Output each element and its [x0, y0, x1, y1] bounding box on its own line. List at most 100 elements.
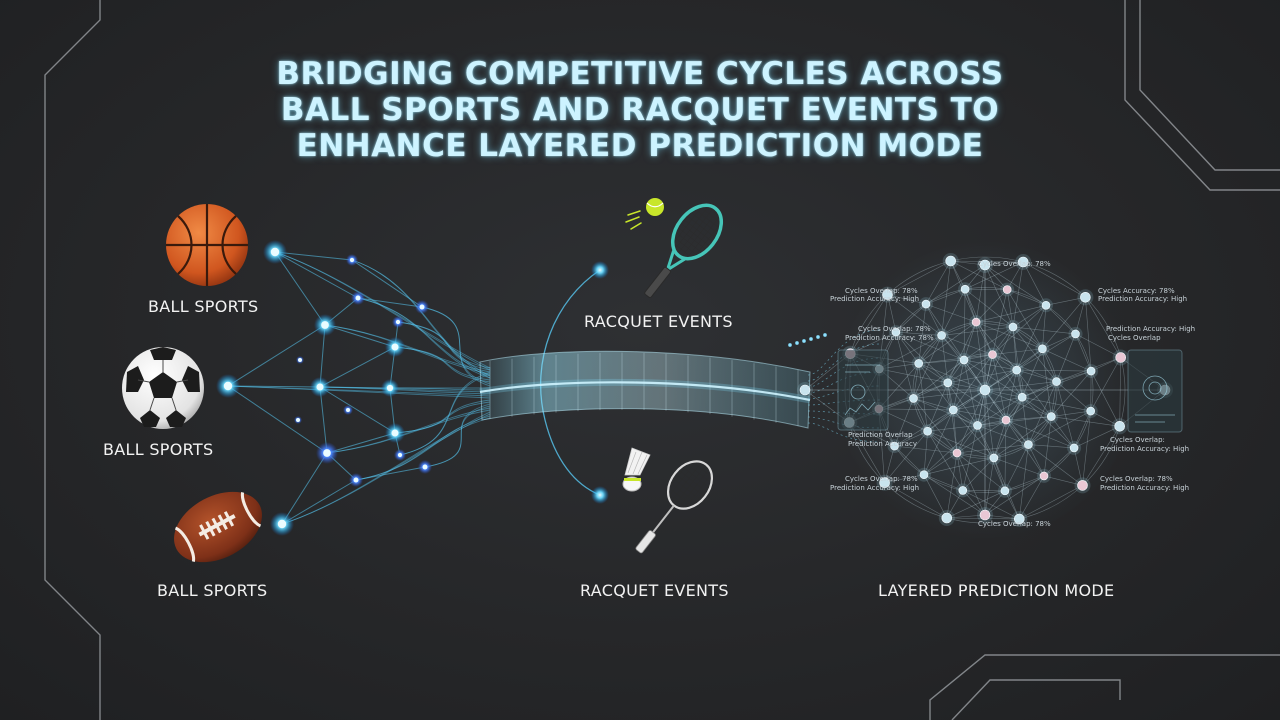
prediction-link	[923, 425, 978, 475]
prediction-node	[1086, 366, 1096, 376]
prediction-link	[1042, 333, 1076, 350]
prediction-link	[984, 369, 1017, 391]
network-node-core	[386, 384, 394, 392]
prediction-link	[913, 389, 986, 399]
prediction-link	[984, 514, 1020, 520]
title-line-1: BRIDGING COMPETITIVE CYCLES ACROSS	[276, 56, 1004, 92]
prediction-link	[976, 321, 1014, 328]
badminton-racket-icon	[622, 447, 714, 554]
soccer-ball-icon	[122, 347, 204, 429]
prediction-link	[975, 321, 1017, 371]
prediction-link	[925, 264, 986, 305]
prediction-link	[956, 452, 986, 516]
prediction-link	[941, 335, 993, 355]
prediction-node	[960, 284, 970, 294]
prediction-link	[1005, 419, 1045, 477]
prediction-link	[894, 445, 958, 454]
prediction-link	[923, 474, 948, 519]
prediction-node	[948, 405, 958, 415]
prediction-link	[913, 398, 958, 454]
prediction-link	[849, 422, 885, 483]
network-node-core	[395, 319, 401, 325]
prediction-node	[1002, 285, 1012, 294]
network-node-core	[353, 477, 359, 483]
ball-sports-network-nodes	[216, 240, 432, 536]
prediction-link	[1042, 348, 1057, 382]
prediction-node	[914, 359, 924, 368]
prediction-link	[975, 322, 986, 391]
racquet-node-top	[591, 261, 609, 279]
prediction-link	[953, 396, 1023, 411]
prediction-link	[1090, 357, 1121, 412]
prediction-link	[923, 457, 994, 475]
prediction-link	[1012, 261, 1024, 328]
prediction-link	[976, 305, 1047, 323]
prediction-link	[956, 425, 978, 454]
prediction-link	[918, 304, 927, 364]
prediction-node	[979, 259, 991, 271]
prediction-link	[1016, 369, 1057, 382]
prediction-link	[1119, 357, 1121, 427]
prediction-link	[1004, 444, 1029, 491]
network-node-core	[296, 418, 300, 422]
prediction-link	[1056, 381, 1075, 448]
prediction-link	[895, 303, 927, 333]
prediction-link	[894, 398, 914, 447]
prediction-link	[1028, 444, 1083, 486]
prediction-link	[884, 431, 928, 483]
prediction-link	[913, 398, 954, 411]
dashboard-panel-right	[1127, 349, 1183, 433]
prediction-link	[913, 363, 919, 399]
prediction-link	[962, 490, 986, 516]
prediction-link	[927, 430, 995, 459]
prediction-link	[918, 363, 954, 411]
prediction-link	[1075, 297, 1086, 334]
prediction-link	[925, 260, 951, 305]
prediction-link	[894, 445, 925, 475]
prediction-link	[984, 475, 1045, 516]
prediction-node	[1077, 480, 1088, 491]
prediction-link	[1085, 297, 1121, 358]
network-node-core	[355, 295, 361, 301]
prediction-link	[918, 335, 942, 364]
prediction-link	[963, 359, 986, 391]
prediction-node	[1080, 291, 1091, 303]
prediction-link	[946, 452, 958, 519]
prediction-link	[1051, 416, 1075, 449]
prediction-link	[1016, 305, 1047, 371]
annotation-tl-2: Prediction Accuracy: High	[830, 295, 919, 303]
prediction-link	[993, 444, 1029, 459]
prediction-link	[1028, 381, 1057, 445]
prediction-link	[1007, 289, 1047, 306]
prediction-link	[977, 419, 1007, 426]
prediction-link	[887, 294, 942, 336]
prediction-link	[927, 431, 964, 491]
band-link	[807, 371, 881, 394]
prediction-link	[947, 321, 977, 383]
prediction-node	[1047, 412, 1056, 421]
annotation-mr-2: Cycles Overlap	[1108, 334, 1161, 342]
ball-sports-label-1: BALL SPORTS	[148, 297, 259, 316]
network-node-core	[391, 343, 399, 351]
prediction-link	[947, 382, 958, 454]
prediction-link	[1051, 416, 1120, 427]
prediction-link	[1012, 326, 1017, 371]
convergence-band	[479, 350, 811, 429]
prediction-link	[1073, 410, 1091, 449]
prediction-link	[1022, 261, 1047, 306]
prediction-link	[1051, 381, 1057, 417]
prediction-link	[918, 363, 948, 384]
prediction-link	[1028, 410, 1091, 445]
prediction-link	[950, 260, 1008, 290]
network-node-core	[321, 321, 329, 329]
prediction-link	[894, 409, 954, 447]
prediction-link	[992, 326, 1014, 355]
prediction-link	[1028, 444, 1075, 449]
prediction-link	[1016, 369, 1092, 372]
prediction-link	[984, 326, 1014, 391]
racquet-events-label-bottom: RACQUET EVENTS	[580, 581, 729, 600]
prediction-link	[941, 260, 951, 336]
prediction-link	[895, 331, 949, 384]
prediction-link	[947, 382, 986, 391]
network-node-core	[270, 247, 280, 257]
